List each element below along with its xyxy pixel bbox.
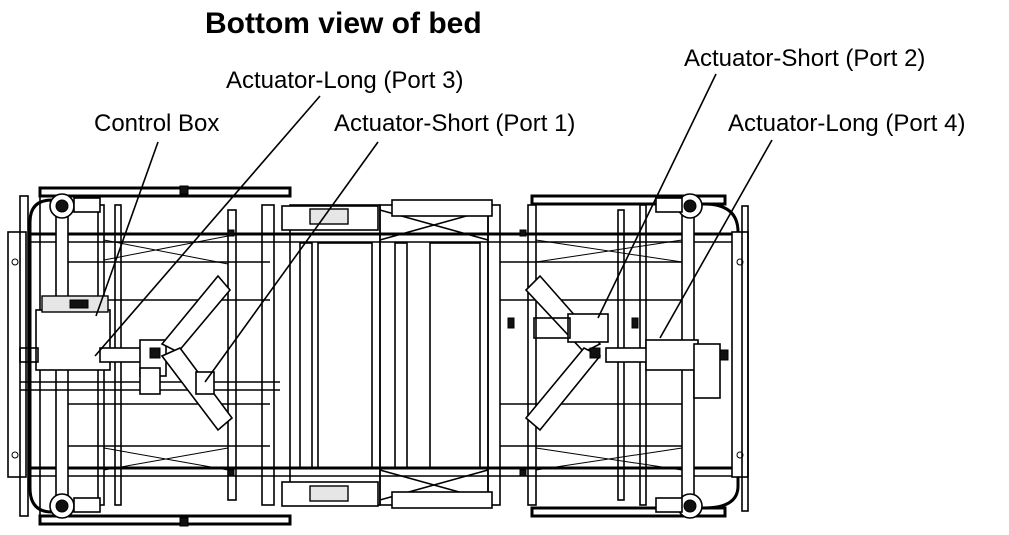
leader-control-box: [95, 141, 159, 317]
leader-lines: [94, 73, 773, 383]
control-box-shape: [35, 309, 111, 371]
label-actuator-short-port2: Actuator-Short (Port 2): [684, 45, 925, 72]
leader-actuator-long-port3: [94, 95, 321, 357]
diagram-title: Bottom view of bed: [205, 7, 482, 40]
actuator-long-port4-shape: [645, 339, 699, 371]
label-actuator-long-port4: Actuator-Long (Port 4): [728, 110, 965, 137]
leader-actuator-long-port4: [659, 139, 773, 339]
label-actuator-short-port1: Actuator-Short (Port 1): [334, 110, 575, 137]
actuator-short-port2-shape: [567, 313, 609, 343]
bed-frame: [7, 185, 749, 527]
leader-actuator-short-port2: [597, 73, 717, 319]
label-actuator-long-port3: Actuator-Long (Port 3): [226, 67, 463, 94]
leader-actuator-short-port1: [204, 141, 379, 383]
label-control-box: Control Box: [94, 110, 219, 137]
